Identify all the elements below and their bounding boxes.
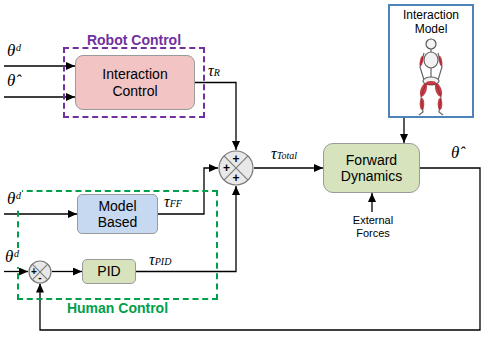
signal-connector	[254, 167, 323, 168]
model-frame: Interaction Model	[388, 4, 474, 118]
summing-junction: +-	[28, 260, 52, 284]
process-box: Model Based	[77, 194, 158, 234]
sign-symbol: +	[232, 152, 239, 164]
sign-symbol: +	[31, 266, 37, 276]
signal-label: τFF	[163, 192, 183, 211]
input-arrow	[4, 271, 28, 272]
box-label: Interaction Control	[81, 66, 189, 98]
signal-label: τR	[207, 61, 221, 80]
signal-connector	[40, 168, 480, 330]
external-forces-label: External Forces	[337, 214, 409, 239]
input-signal: θᵈ	[4, 248, 20, 267]
signal-connector	[403, 118, 404, 143]
box-label: Model Based	[83, 198, 152, 230]
group-heading: Robot Control	[87, 32, 181, 48]
group-box: Robot ControlInteraction Control	[63, 47, 205, 118]
frame-title: Interaction Model	[393, 9, 469, 37]
skeleton-figure	[418, 39, 443, 115]
input-signal: θᵈ	[6, 42, 22, 61]
process-box: Interaction Control	[75, 55, 195, 110]
group-box: Human ControlModel Based+-PID	[17, 190, 218, 300]
sign-symbol: +	[223, 162, 230, 174]
process-box: Forward Dynamics	[323, 143, 420, 193]
input-signal: θᵈ	[6, 190, 22, 209]
box-label: Forward Dynamics	[329, 152, 414, 184]
external-force-arrow	[371, 193, 372, 212]
summing-junction: +++	[218, 150, 254, 186]
input-signal: θ̂	[6, 72, 16, 91]
signal-connector	[52, 271, 82, 272]
input-arrow	[4, 213, 77, 214]
signal-label: τTotal	[270, 144, 298, 163]
signal-label: θ̂	[450, 144, 460, 163]
sign-symbol: -	[38, 272, 41, 282]
signal-label: τPID	[148, 250, 172, 269]
box-label: PID	[97, 263, 120, 279]
process-box: PID	[82, 259, 136, 284]
group-heading: Human Control	[67, 300, 168, 316]
sign-symbol: +	[232, 171, 239, 183]
